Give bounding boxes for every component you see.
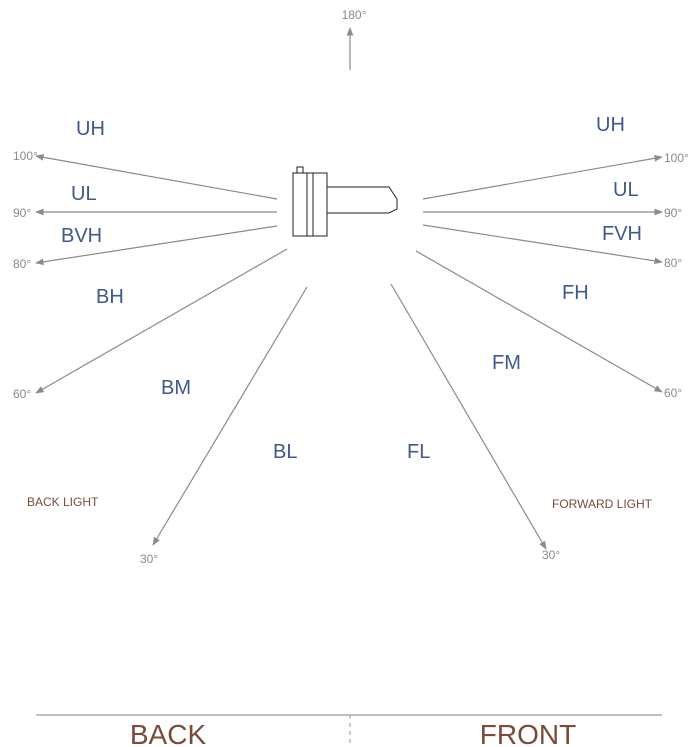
back-light-caption: BACK LIGHT	[27, 495, 99, 509]
zone-label-front-ul: UL	[613, 179, 639, 201]
arrow-left-30	[152, 286, 308, 546]
angle-label-left-90: 90°	[13, 206, 31, 220]
zone-label-back-ul: UL	[71, 183, 97, 205]
back-side-label: BACK	[130, 719, 207, 747]
zone-label-back-bm: BM	[161, 377, 191, 399]
zone-label-back-bl: BL	[273, 441, 297, 463]
angle-label-right-30: 30°	[542, 548, 560, 562]
front-side-label: FRONT	[480, 719, 576, 747]
arrow-right-60	[415, 250, 663, 393]
arrow-right-80	[422, 224, 663, 265]
zone-label-front-fvh: FVH	[602, 223, 642, 245]
angle-label-right-100: 100°	[664, 151, 689, 165]
zone-label-back-uh: UH	[76, 118, 105, 140]
angle-label-180: 180°	[342, 8, 367, 22]
angle-label-right-90: 90°	[664, 206, 682, 220]
zone-label-front-fh: FH	[562, 282, 589, 304]
arrow-left-100	[35, 154, 278, 200]
arrow-left-80	[35, 225, 278, 266]
forward-light-caption: FORWARD LIGHT	[552, 497, 653, 511]
zone-label-front-fm: FM	[492, 352, 521, 374]
arrow-right-100	[422, 154, 663, 200]
zone-label-front-uh: UH	[596, 114, 625, 136]
arrow-left-60	[35, 248, 288, 394]
zone-label-front-fl: FL	[407, 441, 430, 463]
angle-label-left-30: 30°	[140, 552, 158, 566]
angle-label-left-100: 100°	[13, 149, 38, 163]
angle-label-left-60: 60°	[13, 387, 31, 401]
angle-label-right-80: 80°	[664, 256, 682, 270]
zone-label-back-bh: BH	[96, 286, 124, 308]
angle-label-left-80: 80°	[13, 257, 31, 271]
zone-label-back-bvh: BVH	[61, 225, 102, 247]
luminaire-icon	[292, 166, 398, 237]
angle-label-right-60: 60°	[664, 386, 682, 400]
arrow-right-30	[390, 283, 547, 550]
